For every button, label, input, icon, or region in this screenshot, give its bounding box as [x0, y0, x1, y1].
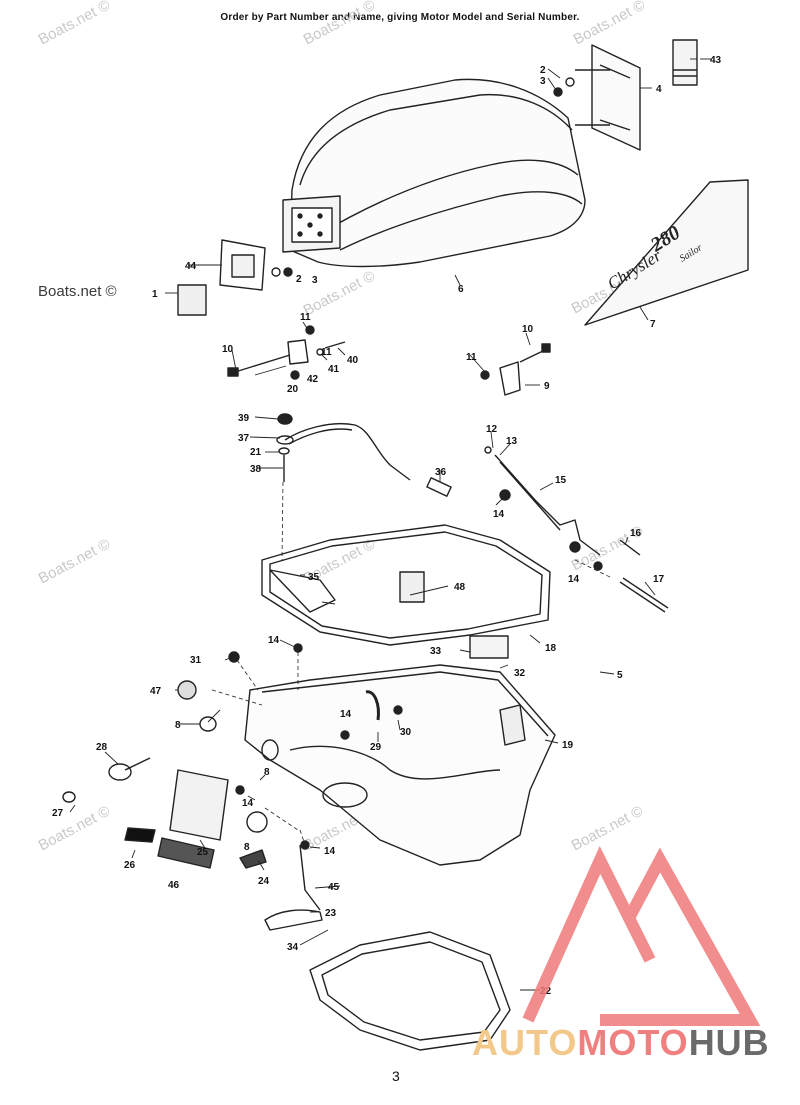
part-label: 32: [514, 668, 526, 679]
side-decal: [584, 179, 749, 326]
latch-bracket-left: [227, 325, 346, 380]
part-label: 45: [328, 882, 340, 893]
page-number: 3: [392, 1068, 400, 1084]
part-label: 9: [544, 381, 550, 392]
part-label: 14: [493, 509, 505, 520]
part-label: 28: [96, 742, 108, 753]
part-label: 5: [617, 670, 623, 681]
brand-wordmark: AUTOMOTOHUB: [472, 1022, 770, 1064]
part-label: 10: [522, 324, 534, 335]
part-label: 30: [400, 727, 412, 738]
part-label: 18: [545, 643, 557, 654]
order-instruction: Order by Part Number and Name, giving Mo…: [220, 12, 580, 23]
part-label: 27: [52, 808, 64, 819]
part-label: 23: [325, 908, 337, 919]
part-label: 47: [150, 686, 162, 697]
latch-bracket-right: [480, 343, 551, 396]
part-label: 7: [650, 319, 656, 330]
part-label: 41: [328, 364, 340, 375]
part-label: 39: [238, 413, 250, 424]
part-label: 17: [653, 574, 665, 585]
part-label: 14: [324, 846, 336, 857]
part-label: 15: [555, 475, 567, 486]
part-label: 21: [250, 447, 262, 458]
part-label: 42: [307, 374, 319, 385]
lower-pan: [244, 664, 556, 866]
part-label: 14: [268, 635, 280, 646]
watermark: Boats.net ©: [38, 283, 117, 300]
brand-part: HUB: [688, 1022, 770, 1063]
side-hardware: [62, 651, 323, 931]
part-label: 10: [222, 344, 234, 355]
part-label: 11: [466, 352, 477, 363]
part-label: 14: [568, 574, 580, 585]
brand-part: MOTO: [577, 1022, 689, 1063]
part-label: 43: [710, 55, 722, 66]
rear-plate: [553, 44, 641, 151]
part-label: 24: [258, 876, 270, 887]
part-label: 6: [458, 284, 464, 295]
part-label: 29: [370, 742, 382, 753]
brand-logo: [522, 846, 761, 1026]
part-label: 14: [340, 709, 352, 720]
part-label: 16: [630, 528, 642, 539]
part-label: 2: [540, 65, 546, 76]
part-label: 2: [296, 274, 302, 285]
plate-1: [177, 284, 207, 316]
top-cover: [282, 78, 586, 268]
part-label: 26: [124, 860, 136, 871]
part-label: 14: [242, 798, 254, 809]
part-label: 35: [308, 572, 320, 583]
part-labels: 1 2 3 4 5 6 7 8 9 10 11 12 13 14 15 16 1…: [52, 55, 722, 997]
part-label: 8: [264, 767, 270, 778]
part-label: 13: [506, 436, 518, 447]
bottom-gasket: [309, 931, 511, 1051]
link-rod: [276, 413, 452, 497]
part-label: 34: [287, 942, 299, 953]
part-label: 38: [250, 464, 262, 475]
part-label: 33: [430, 646, 442, 657]
part-label: 1: [152, 289, 158, 300]
part-label: 8: [175, 720, 181, 731]
gasket-frame: [261, 524, 551, 659]
part-label: 46: [168, 880, 180, 891]
label-43: [672, 39, 698, 86]
part-label: 37: [238, 433, 250, 444]
part-label: 36: [435, 467, 447, 478]
part-label: 25: [197, 847, 209, 858]
part-label: 20: [287, 384, 299, 395]
handle-frame: [219, 239, 293, 291]
part-label: 11: [300, 312, 311, 323]
part-label: 8: [244, 842, 250, 853]
part-label: 3: [540, 76, 546, 87]
part-label: 4: [656, 84, 662, 95]
part-label: 48: [454, 582, 466, 593]
throttle-linkage: [484, 446, 669, 613]
part-label: 3: [312, 275, 318, 286]
part-label: 31: [190, 655, 202, 666]
part-label: 44: [185, 261, 197, 272]
brand-part: AUTO: [472, 1022, 578, 1063]
part-label: 11: [321, 347, 332, 358]
part-label: 40: [347, 355, 359, 366]
part-label: 12: [486, 424, 498, 435]
part-label: 19: [562, 740, 574, 751]
